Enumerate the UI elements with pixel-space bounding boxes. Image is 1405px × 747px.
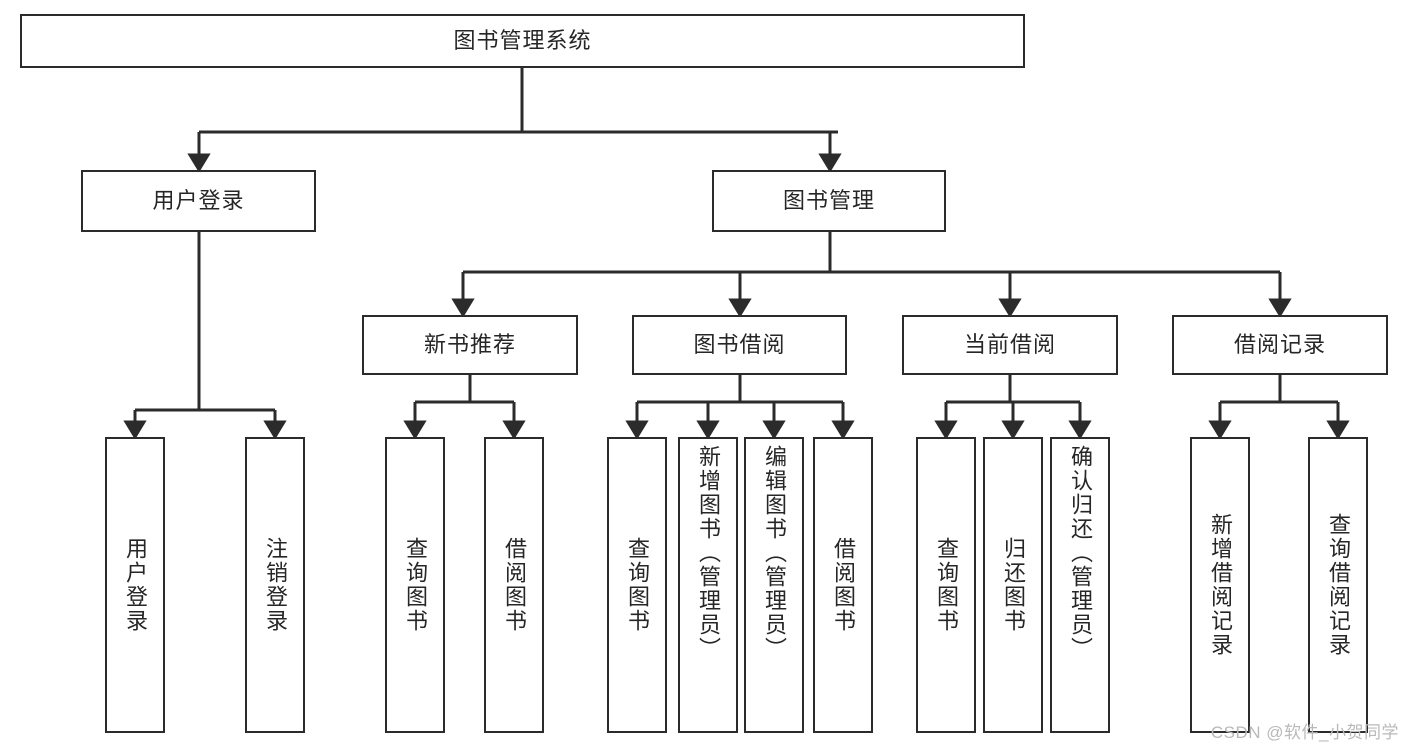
leaf-borrow-book-rec[interactable]: 借阅图书: [484, 437, 544, 733]
leaf-query-book-rec[interactable]: 查询图书: [385, 437, 445, 733]
node-root[interactable]: 图书管理系统: [20, 14, 1025, 68]
leaf-confirm-return-admin[interactable]: 确认归还（管理员）: [1050, 437, 1110, 733]
leaf-label: 新增借阅记录: [1207, 513, 1233, 657]
leaf-label: 编辑图书（管理员）: [761, 445, 787, 661]
leaf-query-borrow-record[interactable]: 查询借阅记录: [1308, 437, 1368, 733]
leaf-add-borrow-record[interactable]: 新增借阅记录: [1190, 437, 1250, 733]
node-new-book-recommend[interactable]: 新书推荐: [362, 315, 578, 375]
node-book-borrow[interactable]: 图书借阅: [632, 315, 847, 375]
leaf-label: 查询图书: [933, 537, 959, 633]
leaf-label: 新增图书（管理员）: [695, 445, 721, 661]
leaf-return-book[interactable]: 归还图书: [983, 437, 1043, 733]
leaf-label: 确认归还（管理员）: [1067, 445, 1093, 661]
leaf-logout[interactable]: 注销登录: [245, 437, 305, 733]
leaf-label: 借阅图书: [501, 537, 527, 633]
node-current-borrow[interactable]: 当前借阅: [902, 315, 1118, 375]
leaf-label: 注销登录: [262, 537, 288, 633]
leaf-label: 归还图书: [1000, 537, 1026, 633]
leaf-label: 查询借阅记录: [1325, 513, 1351, 657]
leaf-label: 用户登录: [122, 537, 148, 633]
leaf-label: 查询图书: [402, 537, 428, 633]
leaf-label: 借阅图书: [830, 537, 856, 633]
leaf-label: 查询图书: [624, 537, 650, 633]
node-book-management[interactable]: 图书管理: [712, 170, 946, 232]
leaf-borrow-book[interactable]: 借阅图书: [813, 437, 873, 733]
leaf-add-book-admin[interactable]: 新增图书（管理员）: [678, 437, 738, 733]
leaf-query-book-current[interactable]: 查询图书: [916, 437, 976, 733]
leaf-query-book-borrow[interactable]: 查询图书: [607, 437, 667, 733]
leaf-edit-book-admin[interactable]: 编辑图书（管理员）: [744, 437, 804, 733]
node-user-login[interactable]: 用户登录: [81, 170, 316, 232]
node-borrow-record[interactable]: 借阅记录: [1172, 315, 1388, 375]
leaf-user-login[interactable]: 用户登录: [105, 437, 165, 733]
